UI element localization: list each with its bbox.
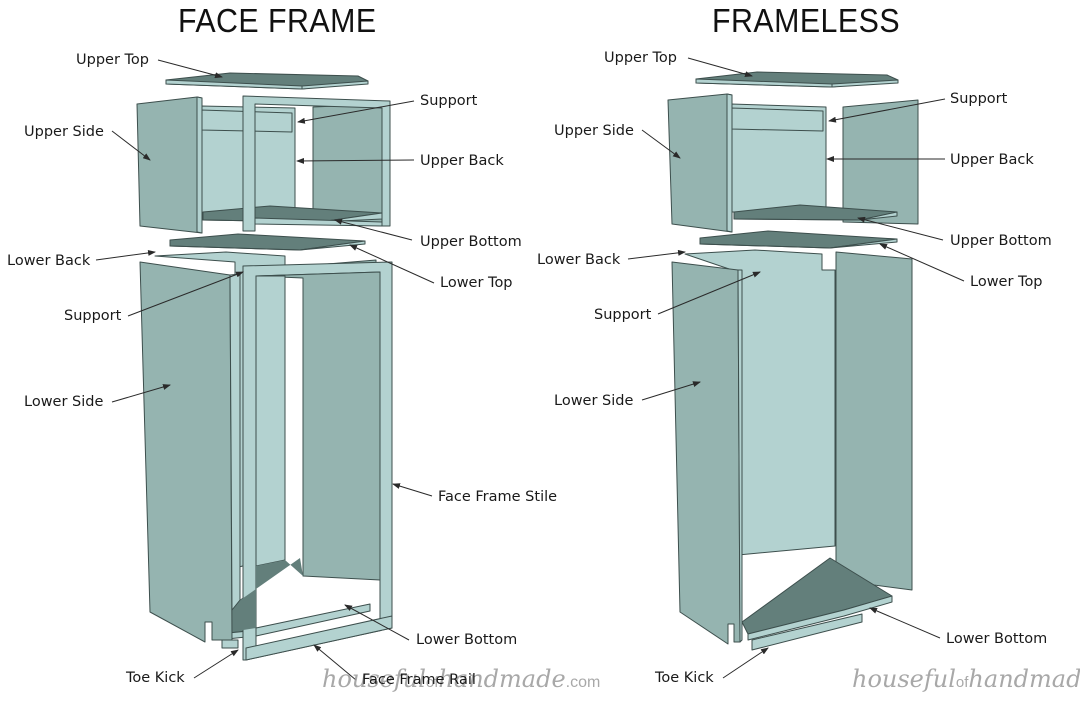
label-lower-bottom: Lower Bottom [416, 632, 518, 648]
watermark-brand1: houseful [852, 665, 956, 693]
label-lower-side: Lower Side [24, 394, 104, 410]
label-face-frame-rail: Face Frame Rail [362, 672, 476, 688]
label-upper-back-fl: Upper Back [950, 152, 1034, 168]
label-upper-top: Upper Top [76, 52, 149, 68]
face-frame-cabinet [136, 72, 393, 661]
label-lower-back: Lower Back [7, 253, 91, 269]
label-support-upper: Support [420, 93, 478, 109]
label-face-frame-stile: Face Frame Stile [438, 489, 558, 505]
label-toe-kick-fl: Toe Kick [655, 670, 714, 686]
label-support-lower-fl: Support [594, 307, 652, 323]
label-lower-side-fl: Lower Side [554, 393, 634, 409]
label-upper-back: Upper Back [420, 153, 504, 169]
watermark-of: of [955, 674, 969, 691]
watermark-tld: .com [565, 674, 601, 691]
watermark-brand1: houseful [322, 665, 426, 693]
watermark-of: of [425, 674, 439, 691]
frameless-title: FRAMELESS [712, 2, 901, 39]
label-lower-bottom-fl: Lower Bottom [946, 631, 1048, 647]
label-lower-top: Lower Top [440, 275, 513, 291]
label-toe-kick: Toe Kick [126, 670, 185, 686]
watermark-right: housefulofhandmade.com [852, 665, 1080, 693]
label-lower-top-fl: Lower Top [970, 274, 1043, 290]
face-frame-title: FACE FRAME [178, 2, 377, 39]
label-upper-side-fl: Upper Side [554, 123, 634, 139]
label-upper-side: Upper Side [24, 124, 104, 140]
label-lower-back-fl: Lower Back [537, 252, 621, 268]
label-upper-bottom-fl: Upper Bottom [950, 233, 1052, 249]
label-support-upper-fl: Support [950, 91, 1008, 107]
label-support-lower: Support [64, 308, 122, 324]
frameless-cabinet [667, 71, 919, 651]
watermark-brand2: handmade [968, 665, 1080, 693]
watermark-brand2: handmade [438, 665, 566, 693]
label-upper-bottom: Upper Bottom [420, 234, 522, 250]
label-upper-top-fl: Upper Top [604, 50, 677, 66]
watermark-left: housefulofhandmade.com [322, 665, 600, 693]
